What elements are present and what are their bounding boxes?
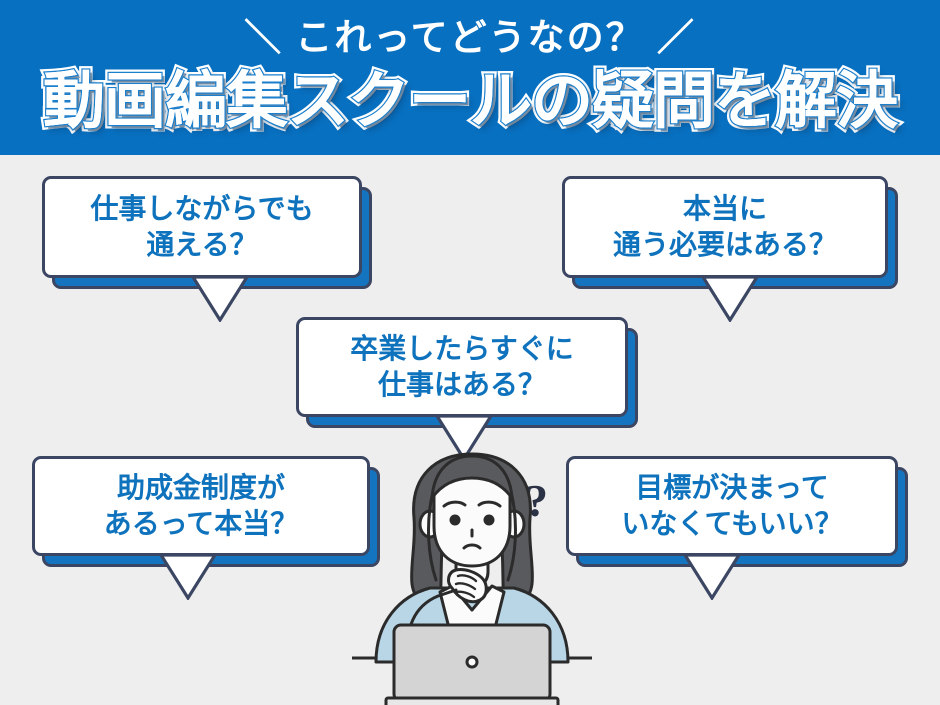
speech-bubble-work-while-attending[interactable]: 仕事しながらでも 通える？ bbox=[42, 176, 372, 322]
bubble-label: 目標が決まって いなくてもいい？ bbox=[621, 472, 843, 539]
header-title-stroke-layer: 動画編集スクールの疑問を解決 bbox=[42, 66, 900, 138]
bubble-tail-icon bbox=[684, 554, 740, 600]
header-title-shadow-layer: 動画編集スクールの疑問を解決 bbox=[39, 64, 901, 140]
bubble-face: 仕事しながらでも 通える？ bbox=[42, 176, 362, 278]
bubble-label: 仕事しながらでも 通える？ bbox=[90, 193, 314, 260]
speech-bubble-subsidy-system-real[interactable]: 助成金制度が あるって本当？ bbox=[32, 456, 380, 600]
bubble-tail-icon bbox=[702, 276, 758, 322]
bubble-tail-icon bbox=[192, 276, 248, 322]
bubble-face: 卒業したらすぐに 仕事はある？ bbox=[296, 317, 628, 417]
bubble-label: 本当に 通う必要はある？ bbox=[612, 193, 837, 260]
speech-bubble-no-goal-decided-ok[interactable]: 目標が決まって いなくてもいい？ bbox=[566, 456, 908, 600]
woman-at-laptop-illustration bbox=[352, 452, 592, 705]
speech-bubble-really-need-to-attend[interactable]: 本当に 通う必要はある？ bbox=[562, 176, 898, 322]
bubble-label: 助成金制度が あるって本当？ bbox=[103, 472, 299, 539]
bubble-tail-icon bbox=[160, 554, 216, 600]
bubble-tail-icon bbox=[436, 415, 492, 461]
header-banner: ＼ これってどうなの？ ／ 動画編集スクールの疑問を解決 動画編集スクールの疑問… bbox=[0, 0, 940, 155]
speech-bubble-job-right-after-graduation[interactable]: 卒業したらすぐに 仕事はある？ bbox=[296, 317, 638, 461]
page-title: 動画編集スクールの疑問を解決 bbox=[42, 67, 898, 136]
bubble-face: 助成金制度が あるって本当？ bbox=[32, 456, 370, 556]
bubble-face: 本当に 通う必要はある？ bbox=[562, 176, 888, 278]
bubble-face: 目標が決まって いなくてもいい？ bbox=[566, 456, 898, 556]
header-subtitle: ＼ これってどうなの？ ／ bbox=[244, 17, 696, 58]
bubble-label: 卒業したらすぐに 仕事はある？ bbox=[350, 333, 574, 400]
